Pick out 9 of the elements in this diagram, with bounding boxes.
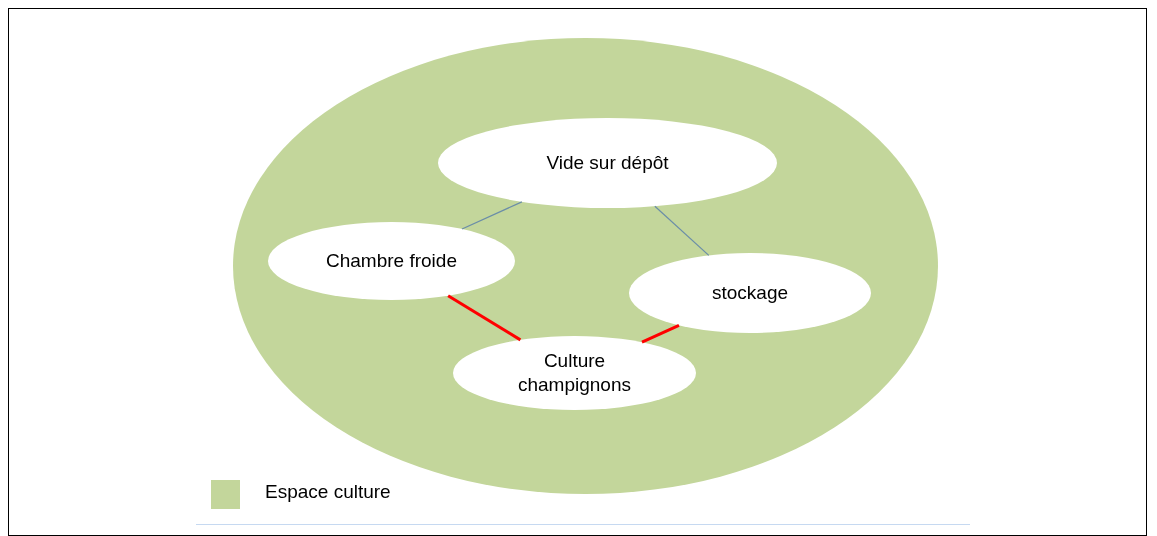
node-label: Chambre froide bbox=[326, 249, 457, 273]
connector-line bbox=[447, 294, 522, 342]
node-label: stockage bbox=[711, 281, 788, 305]
connector-line bbox=[461, 201, 523, 230]
node-label: Culture champignons bbox=[517, 349, 632, 397]
connector-line bbox=[641, 324, 680, 344]
legend-label: Espace culture bbox=[265, 481, 391, 503]
node-label: Vide sur dépôt bbox=[546, 151, 669, 175]
connector-line bbox=[654, 205, 710, 256]
